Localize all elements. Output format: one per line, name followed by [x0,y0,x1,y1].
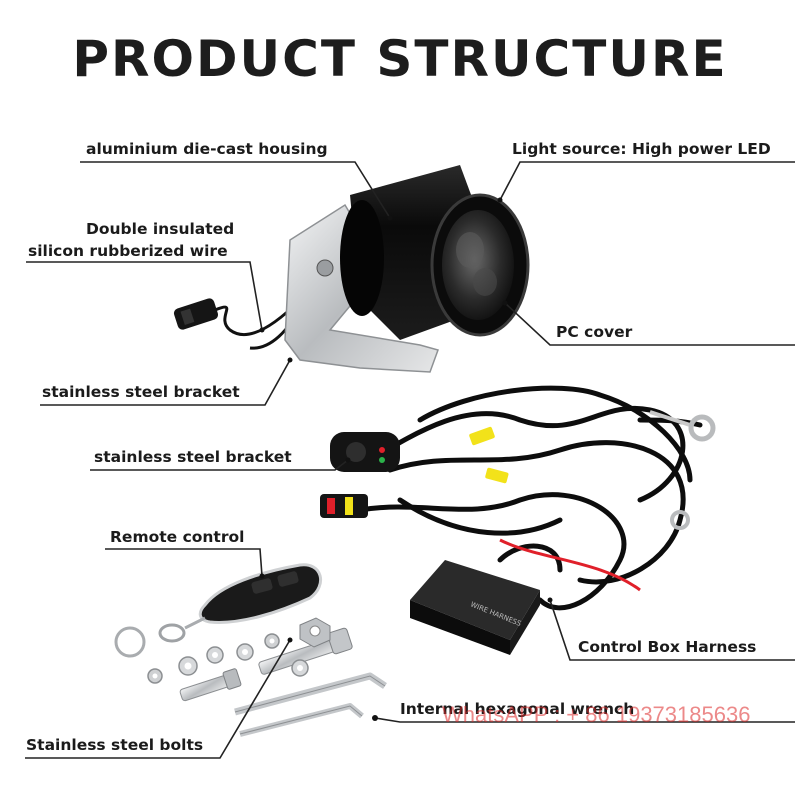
label-control-box: Control Box Harness [578,638,757,656]
label-wrench: Internal hexagonal wrench [400,700,635,718]
hex-wrenches [234,672,387,737]
wiring-harness [357,385,703,611]
page-title: PRODUCT STRUCTURE [72,30,728,88]
label-remote-control: Remote control [110,528,245,546]
harness-ring-terminals [649,410,716,530]
lamp-housing [340,165,530,340]
label-housing: aluminium die-cast housing [86,140,328,158]
label-bolts: Stainless steel bolts [26,736,204,754]
lamp-wire [173,298,302,350]
label-light-source: Light source: High power LED [512,140,771,158]
leader-lines [25,161,795,759]
label-bracket-2: stainless steel bracket [94,448,292,466]
label-pc-cover: PC cover [556,323,633,341]
red-wire [499,538,641,592]
leader-dots [259,197,553,721]
label-wire-line1: Double insulated [86,220,235,238]
watermark: WhatsAPP : + 86 19373185636 [442,702,751,727]
harness-connectors [320,426,509,518]
label-bracket-1: stainless steel bracket [42,383,240,401]
remote-control [114,563,322,658]
control-box: WIRE HARNESS [410,560,540,655]
hardware-bolts [147,617,353,702]
label-wire-line2: silicon rubberized wire [28,242,228,260]
